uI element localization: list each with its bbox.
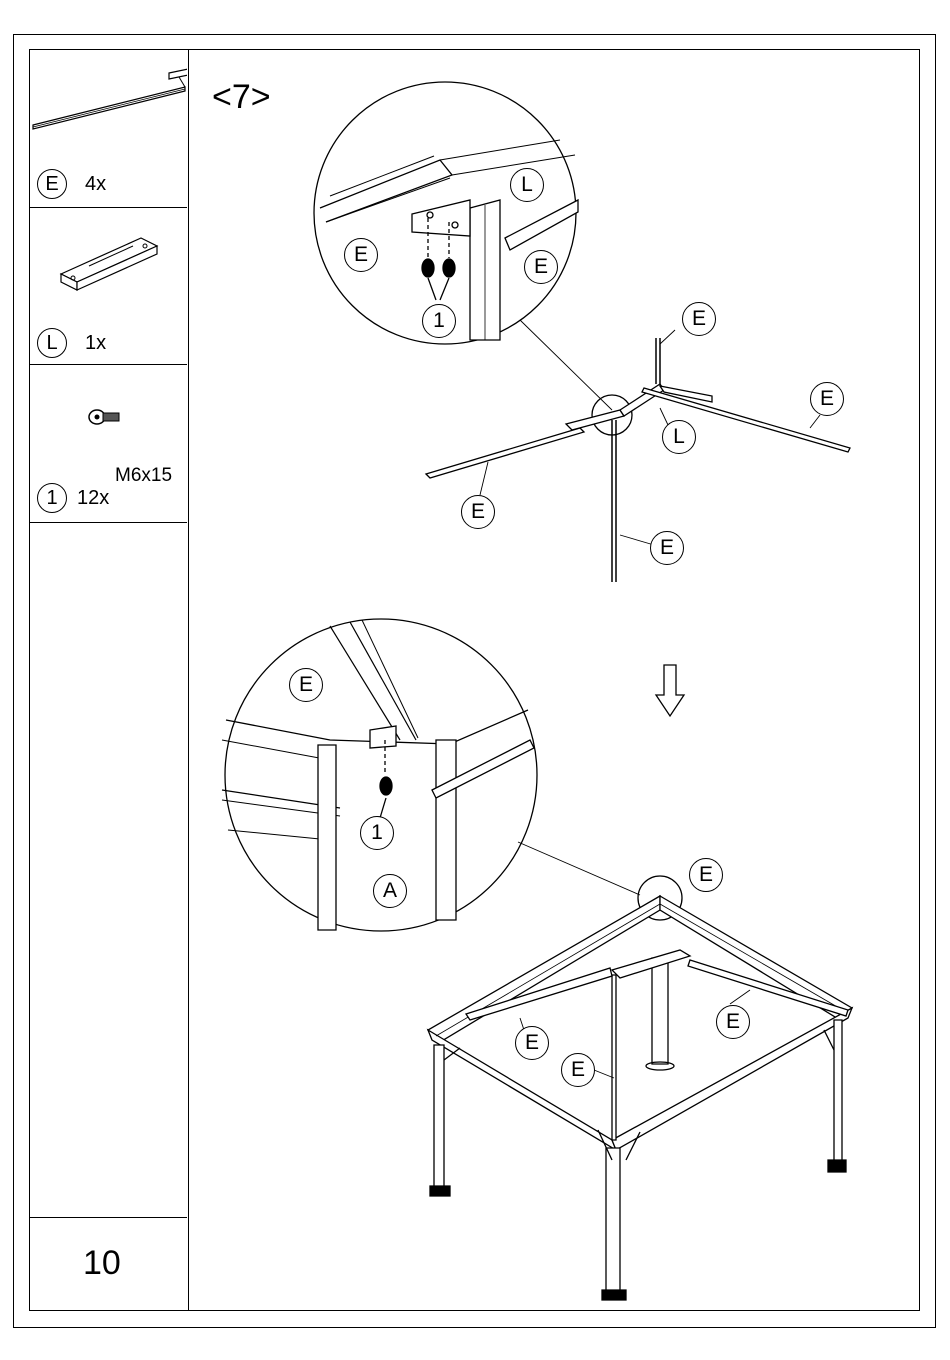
callout-l: L: [662, 420, 696, 454]
callout-e: E: [810, 382, 844, 416]
callout-e: E: [561, 1053, 595, 1087]
callout-e: E: [682, 302, 716, 336]
callout-a: A: [373, 874, 407, 908]
callout-screw: 1: [422, 304, 456, 338]
callout-e: E: [289, 668, 323, 702]
callout-e: E: [344, 238, 378, 272]
callout-e: E: [461, 495, 495, 529]
callout-e: E: [524, 250, 558, 284]
callout-l: L: [510, 168, 544, 202]
callout-e: E: [716, 1005, 750, 1039]
callout-e: E: [689, 858, 723, 892]
callout-e: E: [515, 1026, 549, 1060]
callout-screw: 1: [360, 816, 394, 850]
callout-e: E: [650, 531, 684, 565]
